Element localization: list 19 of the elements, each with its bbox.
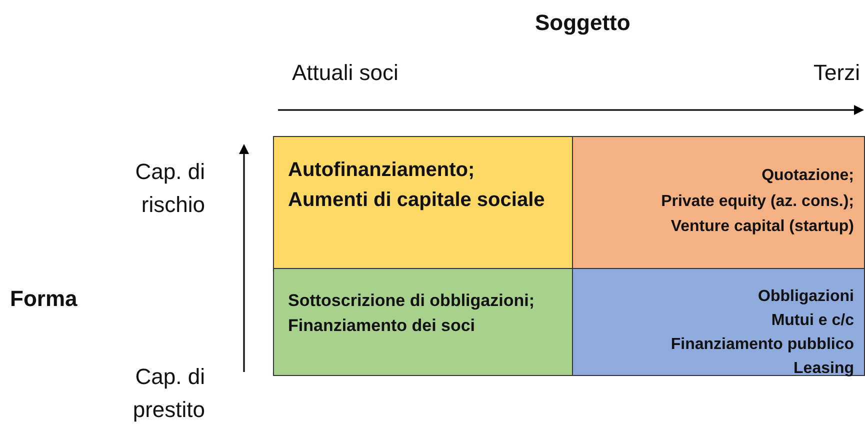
cell-text: Autofinanziamento; Aumenti di capitale sociale	[288, 158, 546, 213]
axis-label: Terzi	[812, 60, 860, 86]
axis-label: Attuali soci	[292, 60, 400, 86]
cell-text: Private equity (az. cons.);	[660, 192, 854, 212]
matrix-cell	[273, 268, 573, 376]
axis-label: Cap. di rischio	[134, 158, 205, 219]
axis-title: Soggetto	[535, 10, 632, 36]
cell-text: Leasing	[792, 359, 854, 379]
matrix-cell	[572, 136, 865, 269]
cell-text: Obbligazioni	[757, 287, 854, 307]
axis-label: Cap. di prestito	[132, 363, 205, 424]
matrix-cell	[273, 136, 573, 269]
axis-title: Forma	[10, 286, 78, 312]
cell-text: Finanziamento pubblico	[670, 335, 854, 355]
cell-text: Quotazione;	[760, 166, 854, 186]
cell-text: Venture capital (startup)	[670, 217, 854, 238]
cell-text: Mutui e c/c	[770, 311, 854, 331]
cell-text: Sottoscrizione di obbligazioni; Finanziamento dei soci	[288, 290, 536, 337]
matrix-cell	[572, 268, 865, 376]
